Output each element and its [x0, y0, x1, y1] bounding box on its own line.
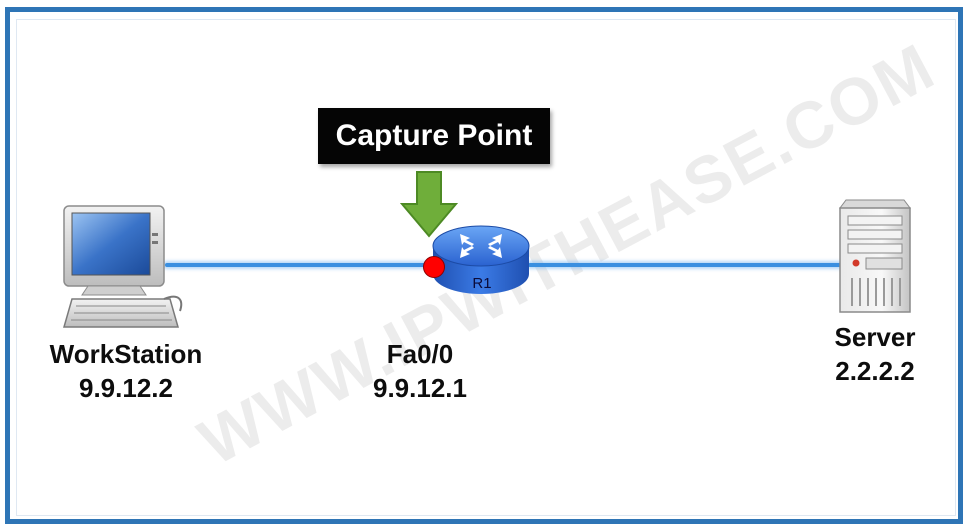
- server-label: Server 2.2.2.2: [800, 320, 950, 388]
- router-interface: Fa0/0: [386, 339, 454, 369]
- server-name: Server: [834, 322, 916, 352]
- capture-port-dot: [423, 256, 445, 278]
- server-icon: [839, 199, 911, 313]
- link-router-server: [528, 263, 846, 267]
- down-arrow-icon: [400, 171, 458, 238]
- router-interface-label: Fa0/0 9.9.12.1: [330, 337, 510, 405]
- server-ip: 2.2.2.2: [835, 356, 915, 386]
- computer-icon: [63, 205, 183, 328]
- link-workstation-router: [165, 263, 427, 267]
- router-icon: R1: [432, 225, 530, 294]
- workstation-label: WorkStation 9.9.12.2: [36, 337, 216, 405]
- router-name: R1: [472, 275, 491, 292]
- workstation-name: WorkStation: [49, 339, 203, 369]
- inner-frame: [16, 19, 956, 516]
- workstation-ip: 9.9.12.2: [79, 373, 173, 403]
- capture-point-label: Capture Point: [318, 108, 550, 164]
- router-ip: 9.9.12.1: [373, 373, 467, 403]
